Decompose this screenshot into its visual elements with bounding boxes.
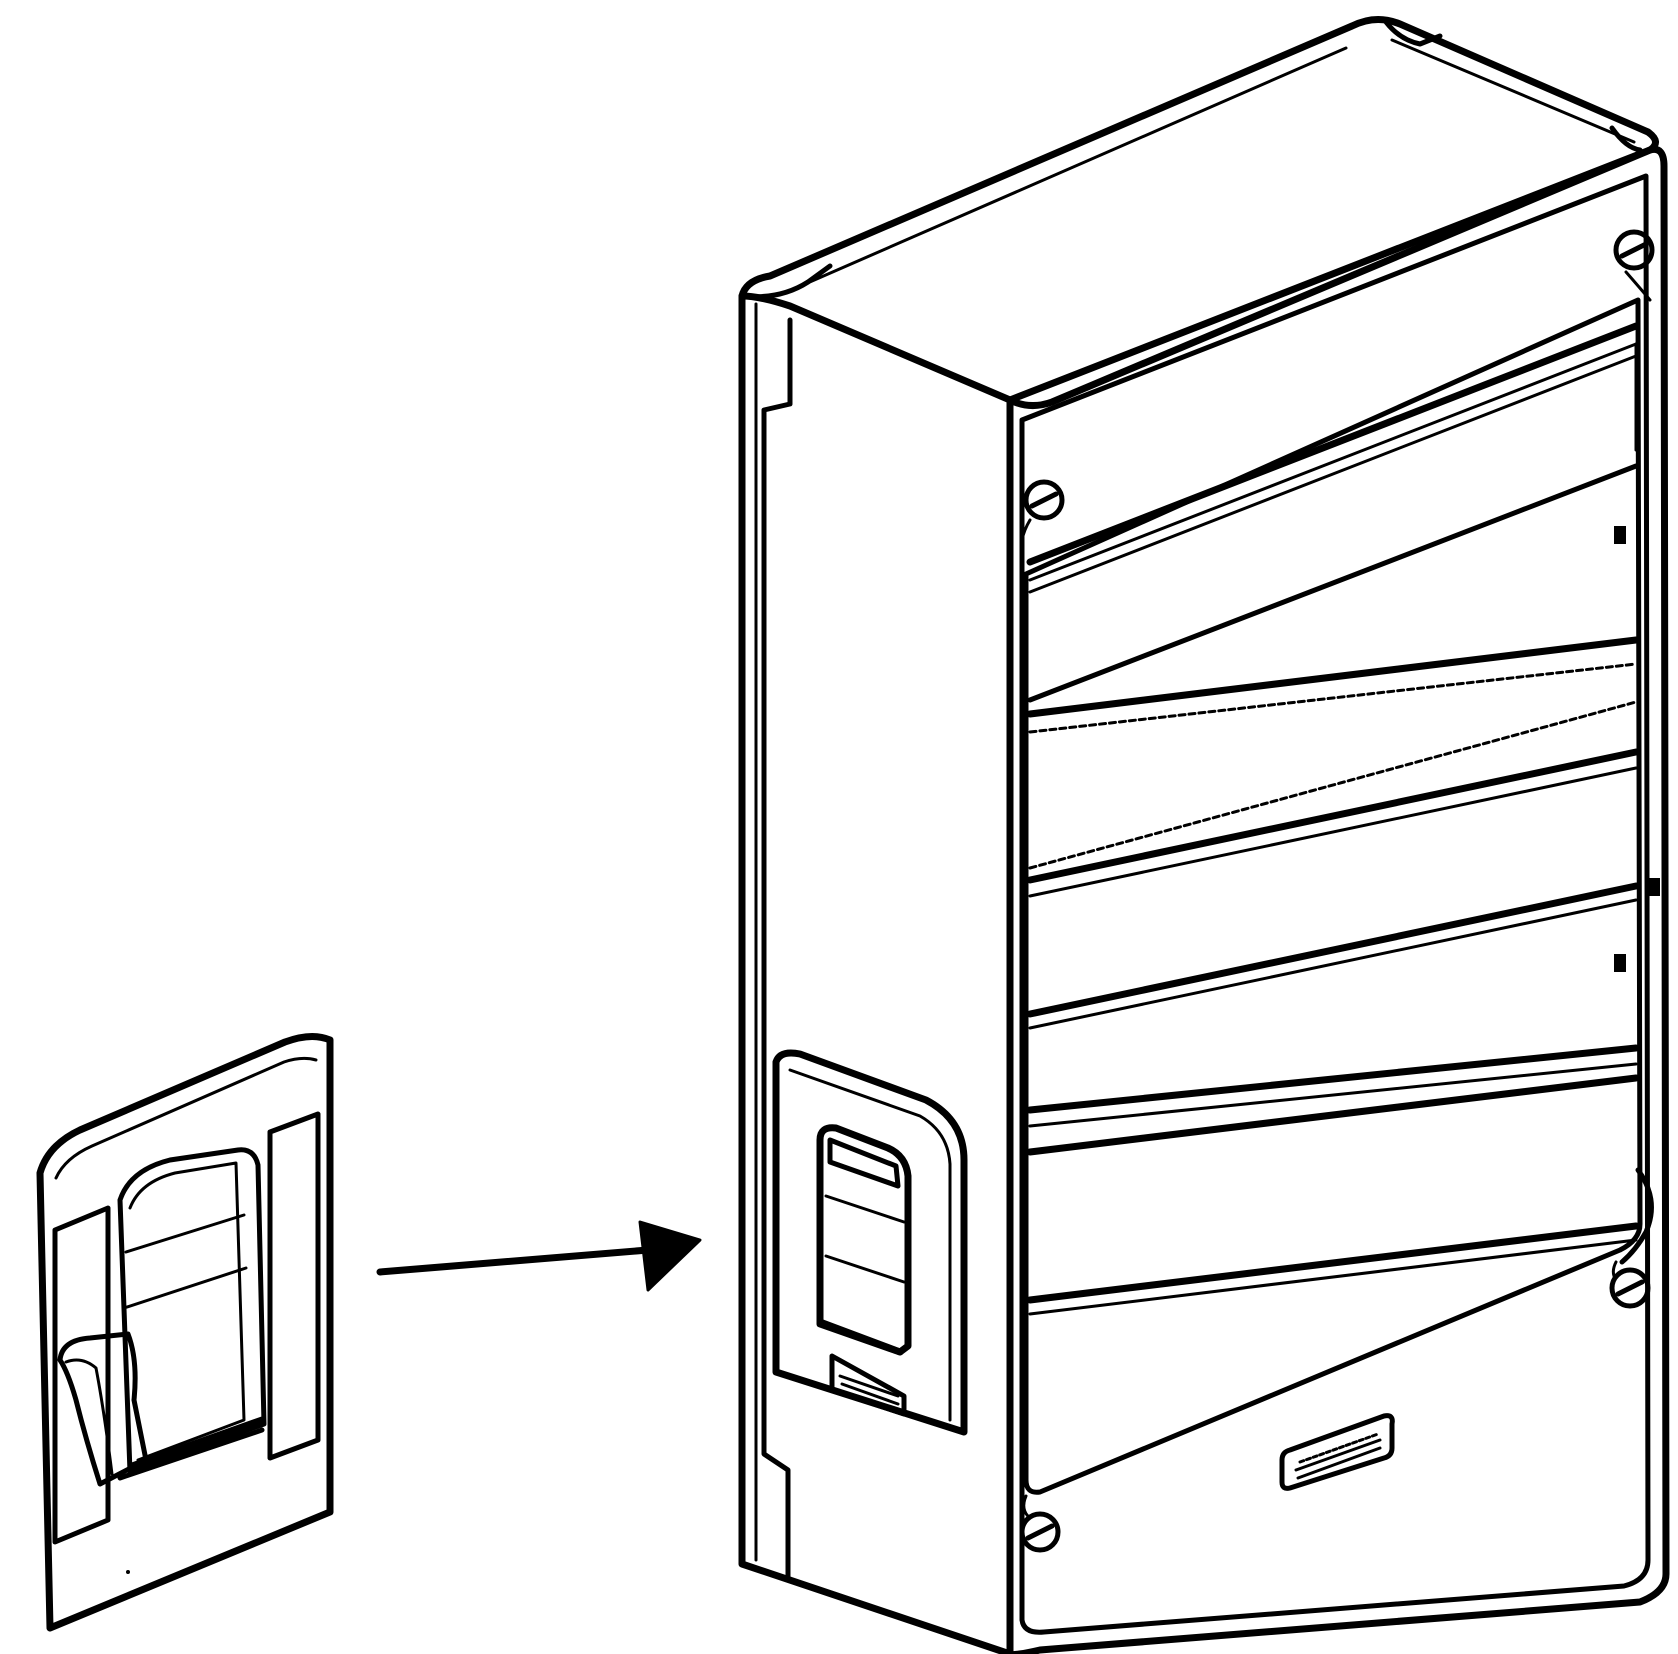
door-right-curve bbox=[1619, 1167, 1654, 1265]
screw-top-right bbox=[1613, 229, 1655, 302]
arrow-head bbox=[638, 1220, 702, 1292]
side-switch-frame-inner bbox=[788, 1068, 952, 1422]
plate-left-slot bbox=[52, 1205, 111, 1545]
rail-3-lower bbox=[1026, 1074, 1640, 1156]
plate-dot bbox=[126, 1570, 130, 1574]
plate-curled-tab-fold bbox=[64, 1358, 114, 1476]
plate-switch-bottom-bar-2 bbox=[117, 1427, 265, 1481]
rail-1-bottom bbox=[1028, 342, 1638, 582]
side-switch-frame bbox=[772, 1049, 968, 1436]
plate-switch-window bbox=[117, 1147, 267, 1475]
enclosure-top-corner-right bbox=[1383, 19, 1443, 47]
side-switch-window bbox=[816, 1124, 912, 1356]
detached-cover-plate bbox=[36, 1033, 334, 1632]
enclosure-side-inner-border bbox=[761, 317, 793, 1583]
arrow-shaft bbox=[376, 1246, 652, 1276]
side-switch-line-2 bbox=[824, 1254, 906, 1284]
rail-2-dashed bbox=[1028, 662, 1638, 734]
module-row-2-bottom bbox=[1026, 882, 1640, 1018]
hinge-mark-3 bbox=[1614, 954, 1626, 972]
plate-switch-bottom-bar bbox=[128, 1416, 266, 1470]
module-row-3-bottom bbox=[1026, 1222, 1640, 1304]
side-switch-logo bbox=[829, 1353, 907, 1417]
side-switch-bottom bbox=[816, 1318, 904, 1356]
rail-2-dashed-2 bbox=[1028, 700, 1638, 870]
module-row-2-lower bbox=[1028, 898, 1638, 1030]
enclosure-front-inner-border bbox=[1019, 173, 1651, 1635]
rail-1-top bbox=[1026, 322, 1640, 566]
screw-top-left bbox=[1019, 479, 1065, 562]
enclosure-door-panel bbox=[1023, 297, 1643, 1495]
module-row-1-bottom bbox=[1027, 463, 1639, 703]
module-row-3-lower bbox=[1028, 1238, 1638, 1316]
enclosure-side-face bbox=[738, 292, 1014, 1654]
rail-1-lower bbox=[1028, 354, 1638, 594]
side-switch-line-1 bbox=[824, 1194, 906, 1224]
rail-3-bottom bbox=[1028, 1062, 1638, 1128]
enclosure-top-inner-edge bbox=[794, 38, 1636, 290]
screw-bottom-left bbox=[1019, 1494, 1061, 1553]
arrow bbox=[376, 1220, 702, 1292]
plate-switch-window-inner bbox=[128, 1161, 246, 1462]
side-switch-inner-top bbox=[827, 1137, 901, 1189]
front-badge bbox=[1279, 1413, 1395, 1491]
rail-2-bottom bbox=[1026, 748, 1640, 884]
plate-curled-tab bbox=[57, 1331, 149, 1487]
rail-3-top bbox=[1026, 1044, 1640, 1114]
screw-bottom-right bbox=[1609, 1260, 1651, 1309]
plate-outline bbox=[36, 1033, 334, 1632]
rail-2-lower bbox=[1028, 766, 1638, 898]
plate-switch-line-2 bbox=[122, 1266, 248, 1310]
plate-inner-rim bbox=[54, 1056, 318, 1180]
enclosure-top-corner-left bbox=[739, 263, 833, 300]
plate-switch-line-1 bbox=[124, 1213, 246, 1254]
enclosure-top-back-corner bbox=[1609, 125, 1643, 153]
enclosure-top-face bbox=[738, 16, 1659, 409]
plate-right-slot bbox=[267, 1111, 321, 1461]
hinge-mark-2 bbox=[1648, 878, 1660, 896]
hinge-mark-1 bbox=[1614, 526, 1626, 544]
side-switch-housing bbox=[772, 1049, 968, 1436]
electrical-enclosure bbox=[738, 16, 1670, 1654]
rail-2-top bbox=[1026, 636, 1640, 718]
